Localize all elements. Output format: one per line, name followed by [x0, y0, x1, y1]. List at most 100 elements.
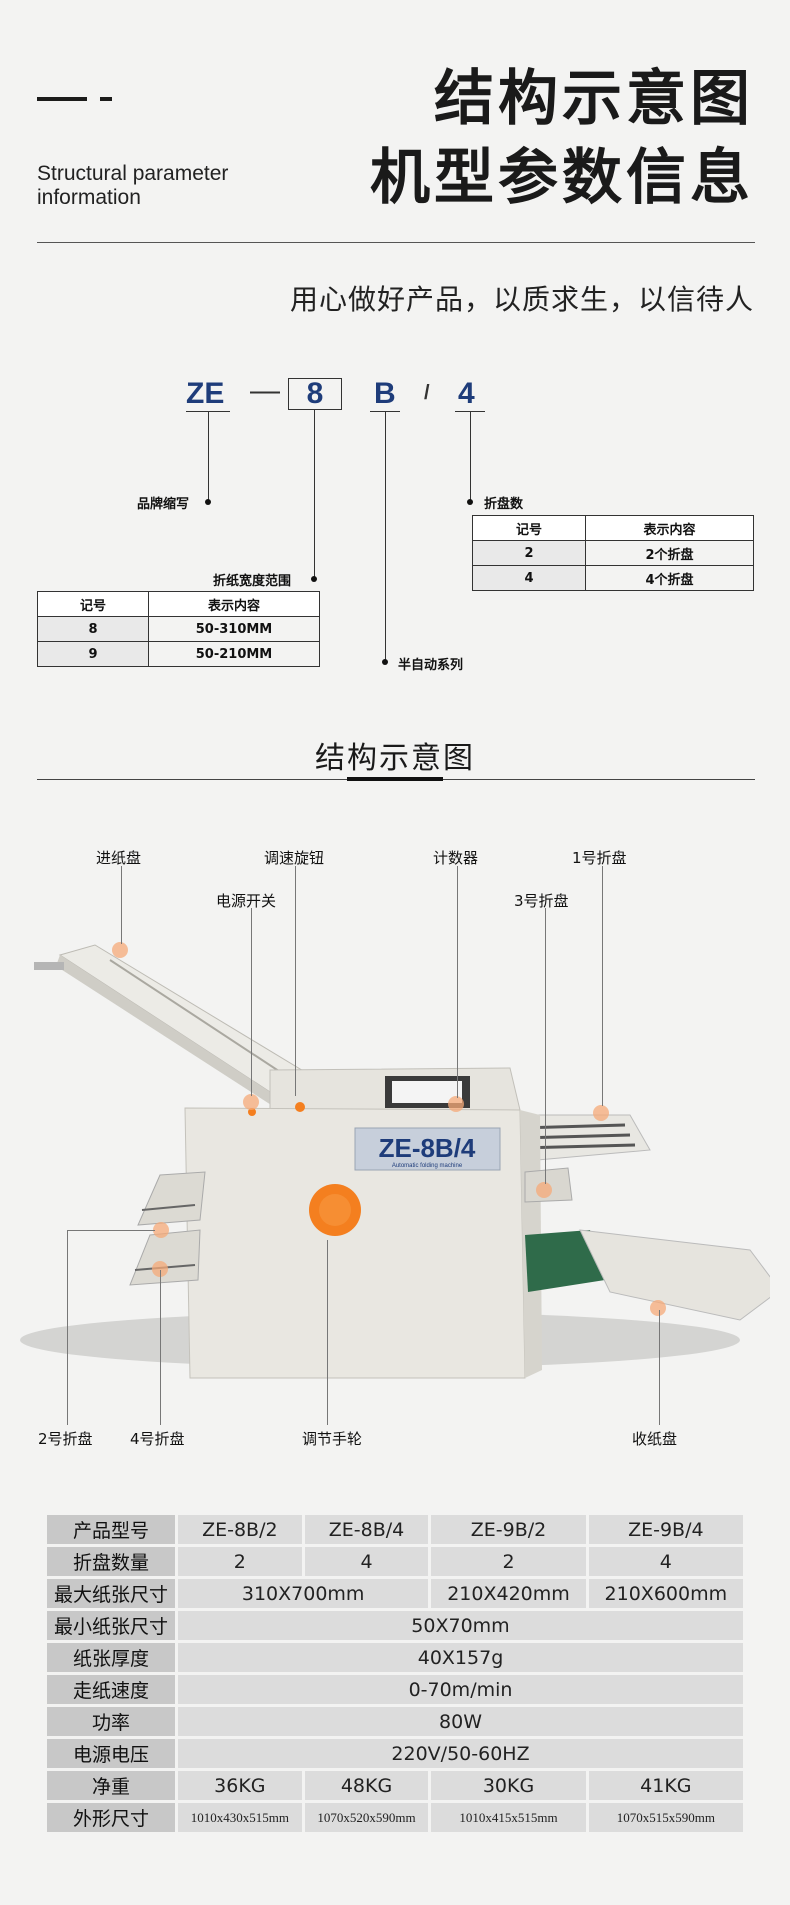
- param-cell: 1070x515x590mm: [588, 1803, 743, 1832]
- param-cell: 36KG: [178, 1771, 302, 1800]
- callout-line-speed-knob: [295, 866, 296, 1096]
- marker-power-switch: [243, 1094, 259, 1110]
- callout-hand-wheel: 调节手轮: [302, 1430, 363, 1448]
- tray-table-cell: 2个折盘: [585, 540, 754, 566]
- output-tray: [579, 1229, 770, 1321]
- marker-counter: [448, 1096, 464, 1112]
- param-cell: 4: [588, 1547, 743, 1576]
- marker-tray3: [536, 1182, 552, 1198]
- param-cell: 1070x520x590mm: [304, 1803, 429, 1832]
- width-table-cell: 50-310MM: [148, 616, 320, 642]
- model-badge-text: ZE-8B/4: [379, 1133, 476, 1163]
- width-table-cell: 50-210MM: [148, 641, 320, 667]
- tray-table-header: 记号: [472, 515, 586, 541]
- code-trays: 4: [458, 377, 475, 410]
- callout-power-switch: 电源开关: [216, 892, 277, 910]
- width-table-cell: 8: [37, 616, 149, 642]
- code-slash: /: [424, 382, 430, 404]
- tray-table-cell: 2: [472, 540, 586, 566]
- param-label: 折盘数量: [47, 1547, 175, 1576]
- label-series: 半自动系列: [398, 658, 464, 673]
- callout-line-feed-tray: [121, 866, 122, 944]
- leader-width-dot: [311, 576, 317, 582]
- param-cell: 210X600mm: [588, 1579, 743, 1608]
- callout-tray1: 1号折盘: [572, 849, 627, 867]
- table-row: 净重 36KG 48KG 30KG 41KG: [47, 1771, 743, 1800]
- header-subtitle-en: Structural parameter information: [37, 162, 229, 209]
- callout-line-tray3: [545, 908, 546, 1184]
- param-cell: 1010x415x515mm: [431, 1803, 586, 1832]
- code-dash: —: [250, 374, 280, 407]
- param-cell: 1010x430x515mm: [178, 1803, 302, 1832]
- marker-tray2: [153, 1222, 169, 1238]
- code-width-box: 8: [288, 378, 342, 410]
- header-title-line2: 机型参数信息: [370, 143, 754, 213]
- table-row: 最大纸张尺寸 310X700mm 210X420mm 210X600mm: [47, 1579, 743, 1608]
- tray-table-header: 表示内容: [585, 515, 754, 541]
- leader-brand-dot: [205, 499, 211, 505]
- feed-tray-guide: [109, 959, 301, 1086]
- tray-4: [129, 1229, 201, 1286]
- param-cell: 80W: [178, 1707, 743, 1736]
- table-row: 纸张厚度 40X157g: [47, 1643, 743, 1672]
- slogan: 用心做好产品，以质求生，以信待人: [289, 283, 754, 316]
- callout-line-tray4: [160, 1270, 161, 1425]
- param-label: 纸张厚度: [47, 1643, 175, 1672]
- width-table-cell: 9: [37, 641, 149, 667]
- callout-line-power-switch: [251, 908, 252, 1096]
- hand-wheel-center: [319, 1194, 351, 1226]
- output-belt: [525, 1230, 605, 1292]
- header-rule: [37, 242, 755, 243]
- callout-tray2: 2号折盘: [38, 1430, 93, 1448]
- param-cell: ZE-9B/4: [588, 1515, 743, 1544]
- model-badge-subtext: Automatic folding machine: [392, 1163, 463, 1169]
- header-title-line1: 结构示意图: [434, 64, 754, 134]
- param-cell: ZE-8B/4: [304, 1515, 429, 1544]
- code-series: B: [374, 377, 396, 410]
- label-width: 折纸宽度范围: [213, 574, 292, 589]
- params-table: 产品型号 ZE-8B/2 ZE-8B/4 ZE-9B/2 ZE-9B/4 折盘数…: [44, 1512, 746, 1835]
- table-row: 产品型号 ZE-8B/2 ZE-8B/4 ZE-9B/2 ZE-9B/4: [47, 1515, 743, 1544]
- param-label: 产品型号: [47, 1515, 175, 1544]
- leader-trays: [470, 411, 471, 502]
- param-label: 功率: [47, 1707, 175, 1736]
- diagram-section-rule-accent: [347, 777, 443, 781]
- table-row: 最小纸张尺寸 50X70mm: [47, 1611, 743, 1640]
- param-label: 净重: [47, 1771, 175, 1800]
- marker-tray1: [593, 1105, 609, 1121]
- counter-window: [392, 1081, 462, 1103]
- speed-knob: [295, 1102, 305, 1112]
- param-cell: 30KG: [431, 1771, 586, 1800]
- param-label: 最小纸张尺寸: [47, 1611, 175, 1640]
- param-cell: 40X157g: [178, 1643, 743, 1672]
- callout-output-tray: 收纸盘: [632, 1430, 678, 1448]
- param-cell: 210X420mm: [431, 1579, 586, 1608]
- table-row: 电源电压 220V/50-60HZ: [47, 1739, 743, 1768]
- param-cell: 220V/50-60HZ: [178, 1739, 743, 1768]
- param-label: 走纸速度: [47, 1675, 175, 1704]
- model-badge: [354, 1127, 501, 1171]
- callout-line-hand-wheel: [327, 1240, 328, 1425]
- param-cell: 0-70m/min: [178, 1675, 743, 1704]
- header-dash: [37, 97, 87, 101]
- leader-trays-dot: [467, 499, 473, 505]
- tray-2: [137, 1171, 206, 1226]
- tray-table-cell: 4: [472, 565, 586, 591]
- table-row: 折盘数量 2 4 2 4: [47, 1547, 743, 1576]
- param-cell: 310X700mm: [178, 1579, 429, 1608]
- param-cell: 41KG: [588, 1771, 743, 1800]
- param-cell: 2: [431, 1547, 586, 1576]
- param-label: 电源电压: [47, 1739, 175, 1768]
- feed-tray-rod: [34, 962, 64, 970]
- feed-tray-edge: [56, 955, 290, 1112]
- tray-code-table: 记号 表示内容 2 2个折盘 4 4个折盘: [472, 515, 754, 591]
- callout-line-tray2: [67, 1230, 68, 1425]
- param-label: 最大纸张尺寸: [47, 1579, 175, 1608]
- label-trays: 折盘数: [484, 497, 524, 512]
- callout-line-output-tray: [659, 1310, 660, 1425]
- callout-hline-tray2: [67, 1230, 155, 1231]
- width-code-table: 记号 表示内容 8 50-310MM 9 50-210MM: [37, 591, 320, 667]
- marker-output-tray: [650, 1300, 666, 1316]
- power-switch: [248, 1108, 256, 1116]
- folding-machine-illustration: ZE-8B/4 Automatic folding machine: [20, 944, 770, 1379]
